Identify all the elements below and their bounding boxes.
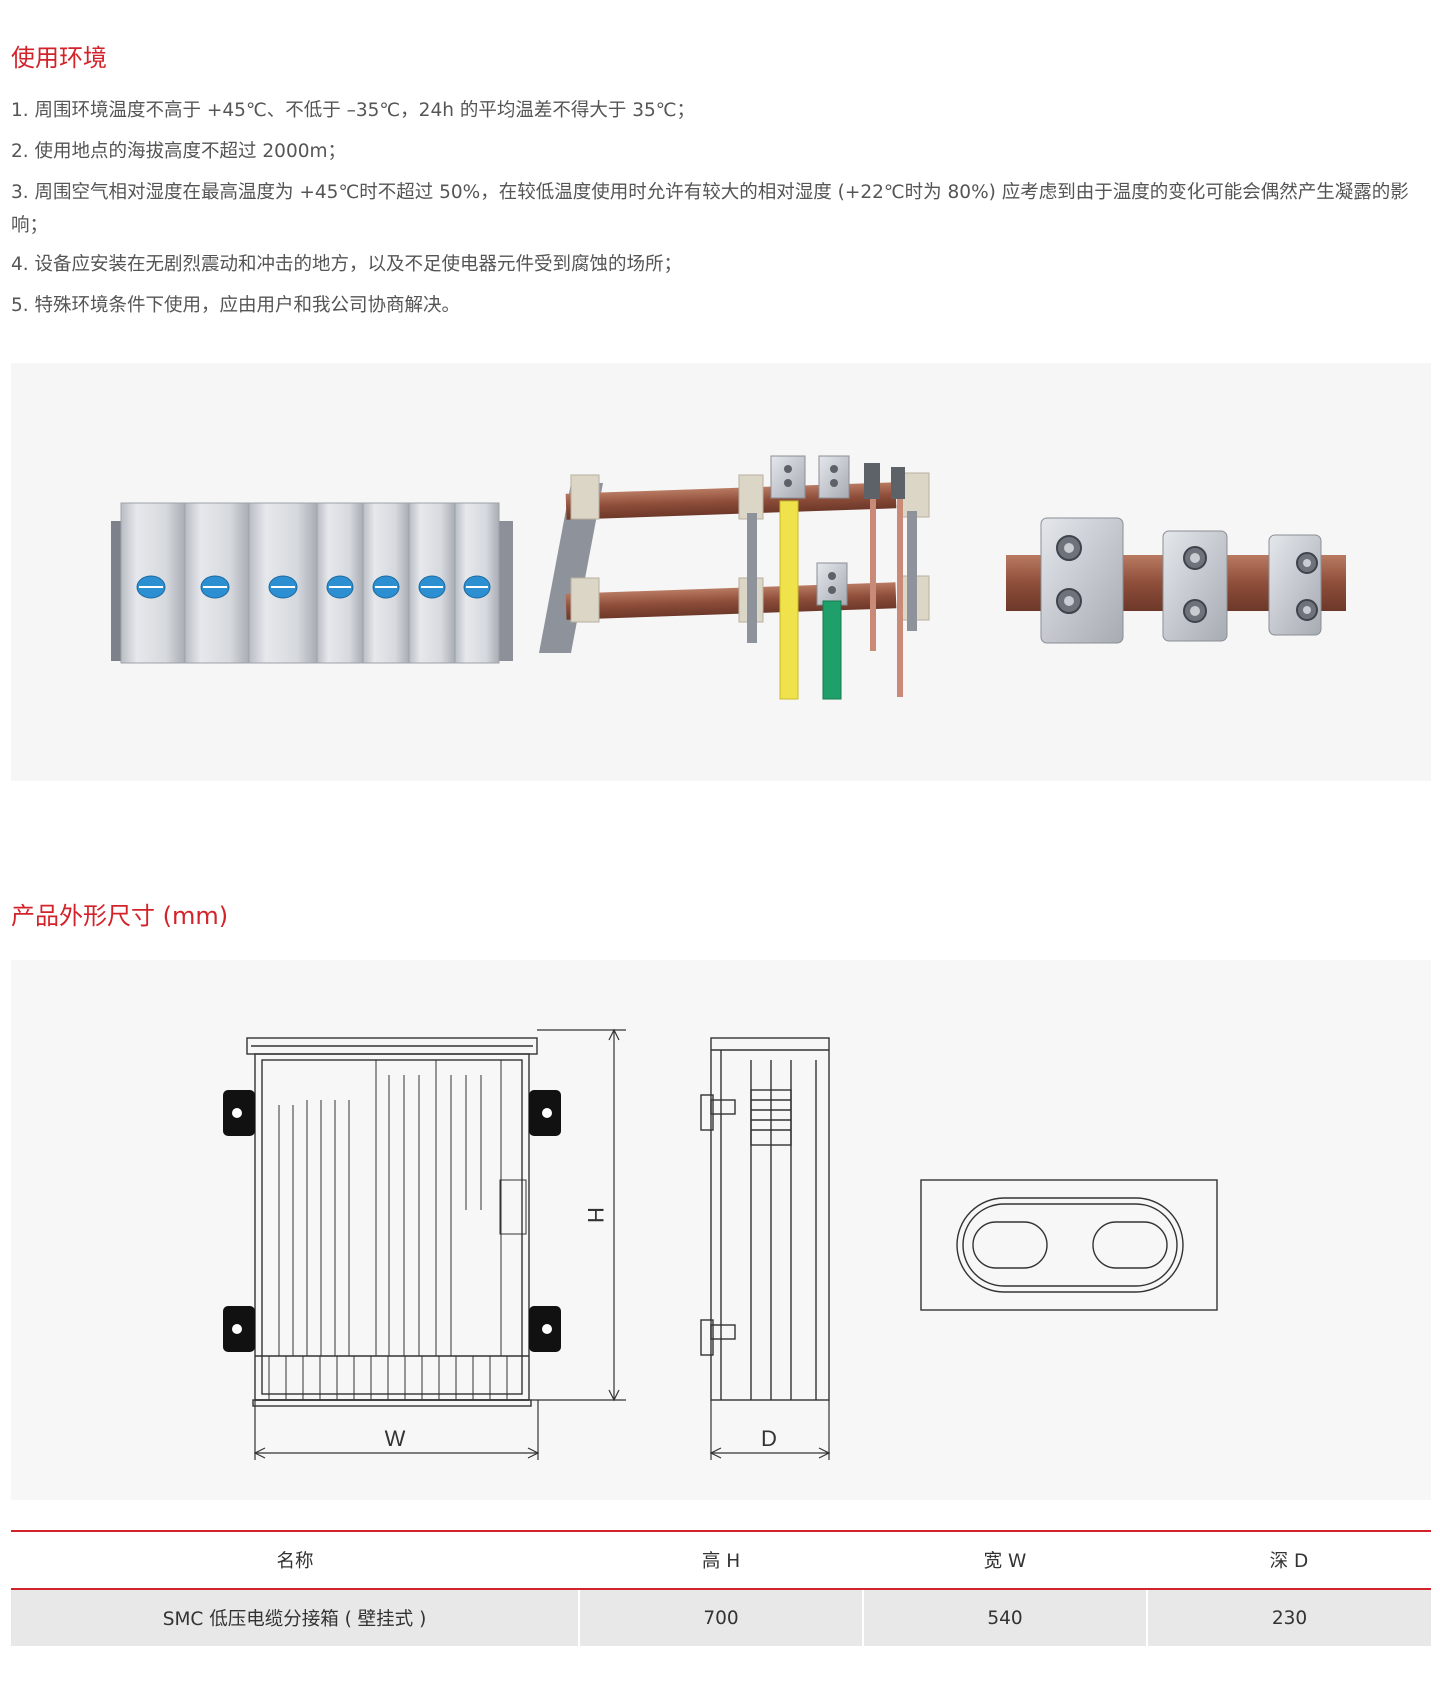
width-label: W [385,1426,406,1451]
header-name: 名称 [11,1530,579,1590]
environment-item-3: 3. 周围空气相对湿度在最高温度为 +45℃时不超过 50%，在较低温度使用时允… [11,182,1409,236]
header-depth: 深 D [1147,1530,1431,1590]
front-view [246,1037,538,1407]
height-label: H [583,1207,608,1223]
dimensions-title: 产品外形尺寸 (mm) [11,902,229,930]
dimension-drawing: W D H [223,1028,1218,1460]
dimension-table: 名称 高 H 宽 W 深 D SMC 低压电缆分接箱 ( 壁挂式 ) 700 5… [11,1530,1431,1646]
insulated-busbar-modules [111,502,513,664]
cell-depth: 230 [1146,1589,1431,1646]
environment-item-5: 5. 特殊环境条件下使用，应由用户和我公司协商解决。 [11,295,461,316]
cell-product-name: SMC 低压电缆分接箱 ( 壁挂式 ) [11,1589,579,1646]
environment-item-1: 1. 周围环境温度不高于 +45℃、不低于 –35℃，24h 的平均温差不得大于… [11,100,696,121]
environment-item-4: 4. 设备应安装在无剧烈震动和冲击的地方，以及不足使电器元件受到腐蚀的场所； [11,254,683,275]
cell-height: 700 [578,1589,863,1646]
environment-title: 使用环境 [11,44,107,72]
dimension-drawing-panel: W D H [11,960,1431,1500]
busbar-connector-clamps [1006,517,1346,644]
busbar-frame-with-cables [539,455,930,700]
depth-label: D [761,1426,777,1451]
table-header-row: 名称 高 H 宽 W 深 D [11,1530,1431,1590]
header-width: 宽 W [863,1530,1147,1590]
environment-item-2: 2. 使用地点的海拔高度不超过 2000m； [11,141,347,162]
product-photo-illustration [111,455,1346,700]
table-row: SMC 低压电缆分接箱 ( 壁挂式 ) 700 540 230 [11,1589,1431,1646]
side-view [700,1037,830,1401]
mounting-brackets [223,1090,561,1352]
environment-list: 1. 周围环境温度不高于 +45℃、不低于 –35℃，24h 的平均温差不得大于… [11,94,1431,330]
dimension-lines [253,1028,831,1460]
bottom-view [920,1179,1218,1311]
header-height: 高 H [579,1530,863,1590]
cell-width: 540 [862,1589,1147,1646]
product-photo-panel [11,363,1431,781]
